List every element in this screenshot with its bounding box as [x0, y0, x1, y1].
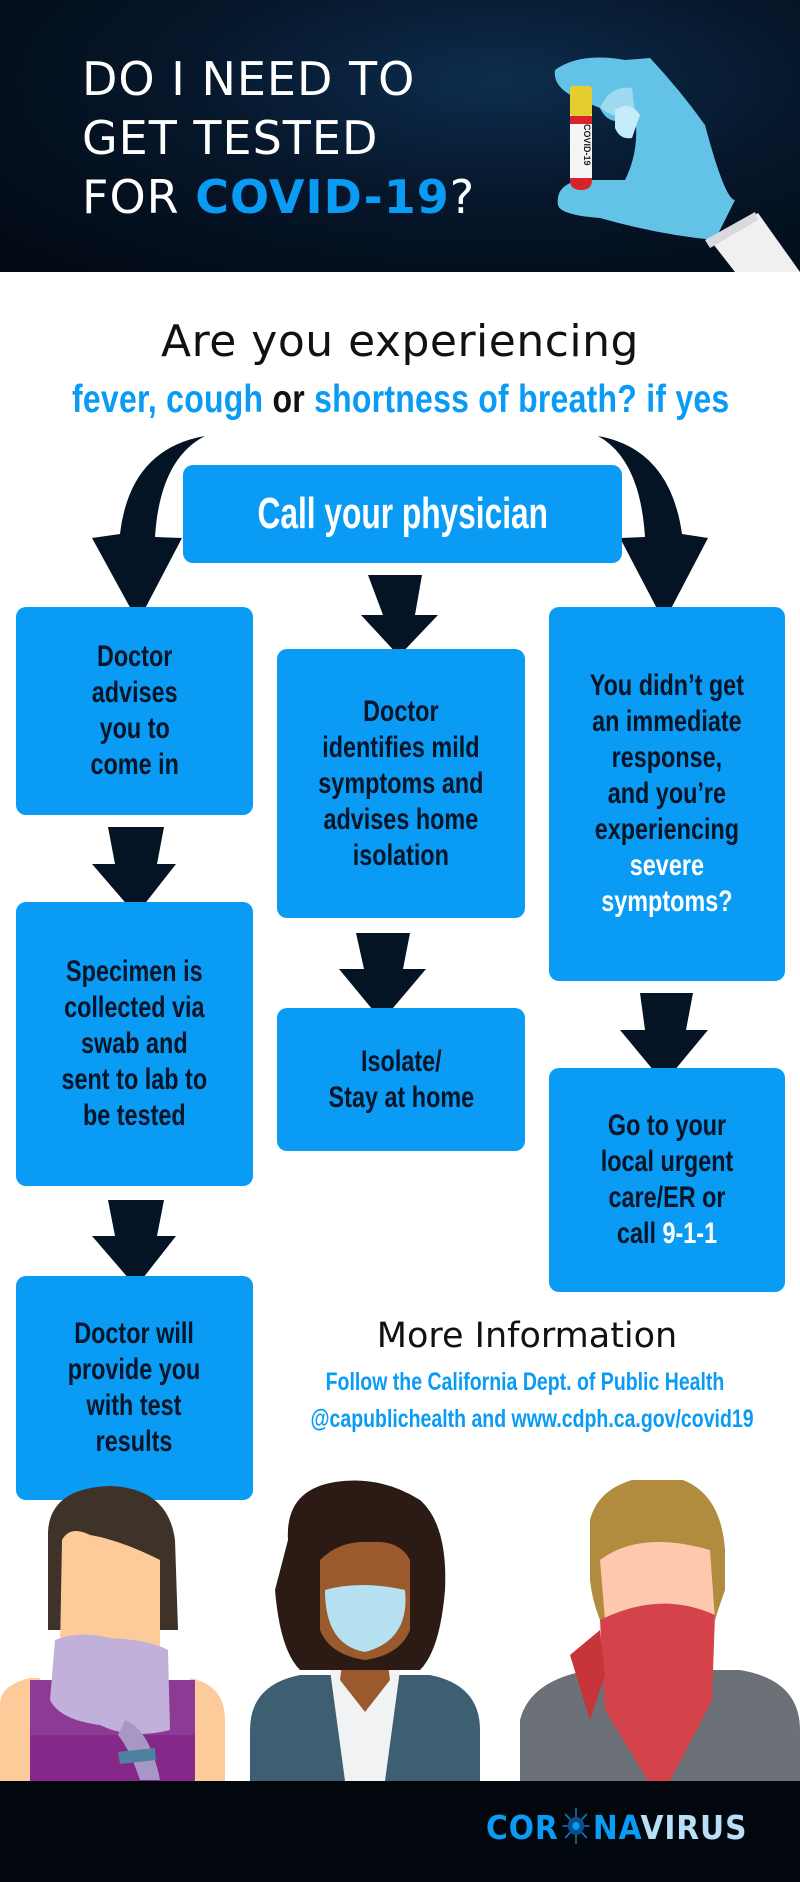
call-physician-box: Call your physician [183, 465, 622, 563]
more-info-line-1: Follow the California Dept. of Public He… [325, 1368, 725, 1396]
text-line: come in [90, 748, 179, 781]
arrow-down-left-2-icon [92, 1200, 176, 1287]
text-line: Specimen is [66, 955, 203, 988]
logo-part-2: NA [592, 1808, 641, 1847]
text-line: advises [91, 676, 178, 709]
text-line: advises home [323, 802, 479, 836]
flow-box-urgent-care: Go to your local urgent care/ER or call … [549, 1068, 785, 1292]
person-bandana-mask-icon [520, 1480, 800, 1781]
flow-box-text: Specimen is collected via swab and sent … [62, 954, 208, 1134]
text-line: provide you [68, 1353, 201, 1386]
connector-or: or [263, 378, 315, 421]
symptoms-question: fever, cough or shortness of breath? if … [72, 378, 730, 422]
text-line: be tested [83, 1099, 186, 1132]
text-line: You didn’t get [589, 669, 745, 702]
flow-box-test-results: Doctor will provide you with test result… [16, 1276, 253, 1500]
title-line-3: FOR COVID-19? [82, 168, 475, 227]
flow-box-isolate: Isolate/ Stay at home [277, 1008, 525, 1151]
page-title: DO I NEED TO GET TESTED FOR COVID-19? [82, 50, 475, 227]
text-line: Go to your [607, 1109, 727, 1142]
text-line: Isolate/ [360, 1044, 442, 1078]
title-highlight: COVID-19 [195, 170, 450, 224]
text-line: identifies mild [322, 730, 480, 764]
emergency-number: 9-1-1 [662, 1217, 718, 1250]
flow-box-text: Doctor identifies mild symptoms and advi… [318, 694, 483, 874]
footer: COR NAVIRUS [0, 1781, 800, 1882]
title-line-1: DO I NEED TO [82, 52, 416, 106]
more-info-title: More Information [376, 1316, 678, 1356]
person-surgical-mask-icon [250, 1480, 480, 1781]
gloved-hand-test-tube-icon: COVID-19 [554, 57, 800, 272]
text-line: results [96, 1425, 173, 1458]
logo-part-3: VIRUS [640, 1808, 748, 1847]
text-line: an immediate [592, 705, 742, 738]
coronavirus-logo: COR NAVIRUS [486, 1807, 748, 1847]
flow-box-text: Isolate/ Stay at home [328, 1044, 474, 1116]
title-suffix: ? [449, 170, 476, 224]
text-line: isolation [352, 838, 450, 872]
text-line: Stay at home [328, 1080, 474, 1114]
flow-box-doctor-advises: Doctor advises you to come in [16, 607, 253, 815]
logo-part-1: COR [486, 1808, 559, 1847]
highlight-severe: severe [629, 849, 705, 882]
tube-label: COVID-19 [582, 124, 592, 166]
text-line: Doctor will [74, 1317, 195, 1350]
flow-box-text: Doctor advises you to come in [90, 639, 178, 783]
symptom-fever-cough: fever, cough [72, 378, 264, 421]
flow-box-no-response: You didn’t get an immediate response, an… [549, 607, 785, 981]
flow-box-text: You didn’t get an immediate response, an… [590, 668, 744, 920]
flow-box-specimen-collected: Specimen is collected via swab and sent … [16, 902, 253, 1186]
flow-box-text: Go to your local urgent care/ER or call … [601, 1108, 734, 1252]
text-line: symptoms and [318, 766, 484, 800]
text-line: and you’re [607, 777, 727, 810]
text-line: with test [87, 1389, 182, 1422]
text-line: Doctor [96, 640, 173, 673]
more-info-line-2[interactable]: @capublichealth and www.cdph.ca.gov/covi… [310, 1405, 754, 1433]
text-line: sent to lab to [61, 1063, 208, 1096]
people-illustration [0, 1480, 800, 1781]
header-banner: DO I NEED TO GET TESTED FOR COVID-19? CO… [0, 0, 800, 272]
text-line: swab and [81, 1027, 188, 1060]
call-physician-label: Call your physician [257, 489, 548, 538]
text-line: collected via [64, 991, 205, 1024]
text-line: care/ER or [608, 1181, 726, 1214]
text-line: local urgent [600, 1145, 734, 1178]
symptom-shortness-of-breath: shortness of breath? if yes [314, 378, 730, 421]
highlight-symptoms: symptoms? [601, 885, 733, 918]
call-prefix: call [616, 1217, 663, 1250]
virus-icon [562, 1807, 590, 1844]
arrow-down-middle-icon [361, 575, 438, 656]
text-line: experiencing [594, 813, 740, 846]
text-line: you to [99, 712, 170, 745]
flow-box-mild-symptoms: Doctor identifies mild symptoms and advi… [277, 649, 525, 918]
text-line: call 9-1-1 [601, 1216, 734, 1252]
question-heading: Are you experiencing [161, 316, 639, 367]
text-line: Doctor [363, 694, 439, 728]
title-line-2: GET TESTED [82, 111, 379, 165]
title-prefix: FOR [82, 170, 196, 224]
flow-box-text: Doctor will provide you with test result… [68, 1316, 201, 1460]
text-line: response, [611, 741, 723, 774]
person-scarf-icon [0, 1486, 225, 1781]
